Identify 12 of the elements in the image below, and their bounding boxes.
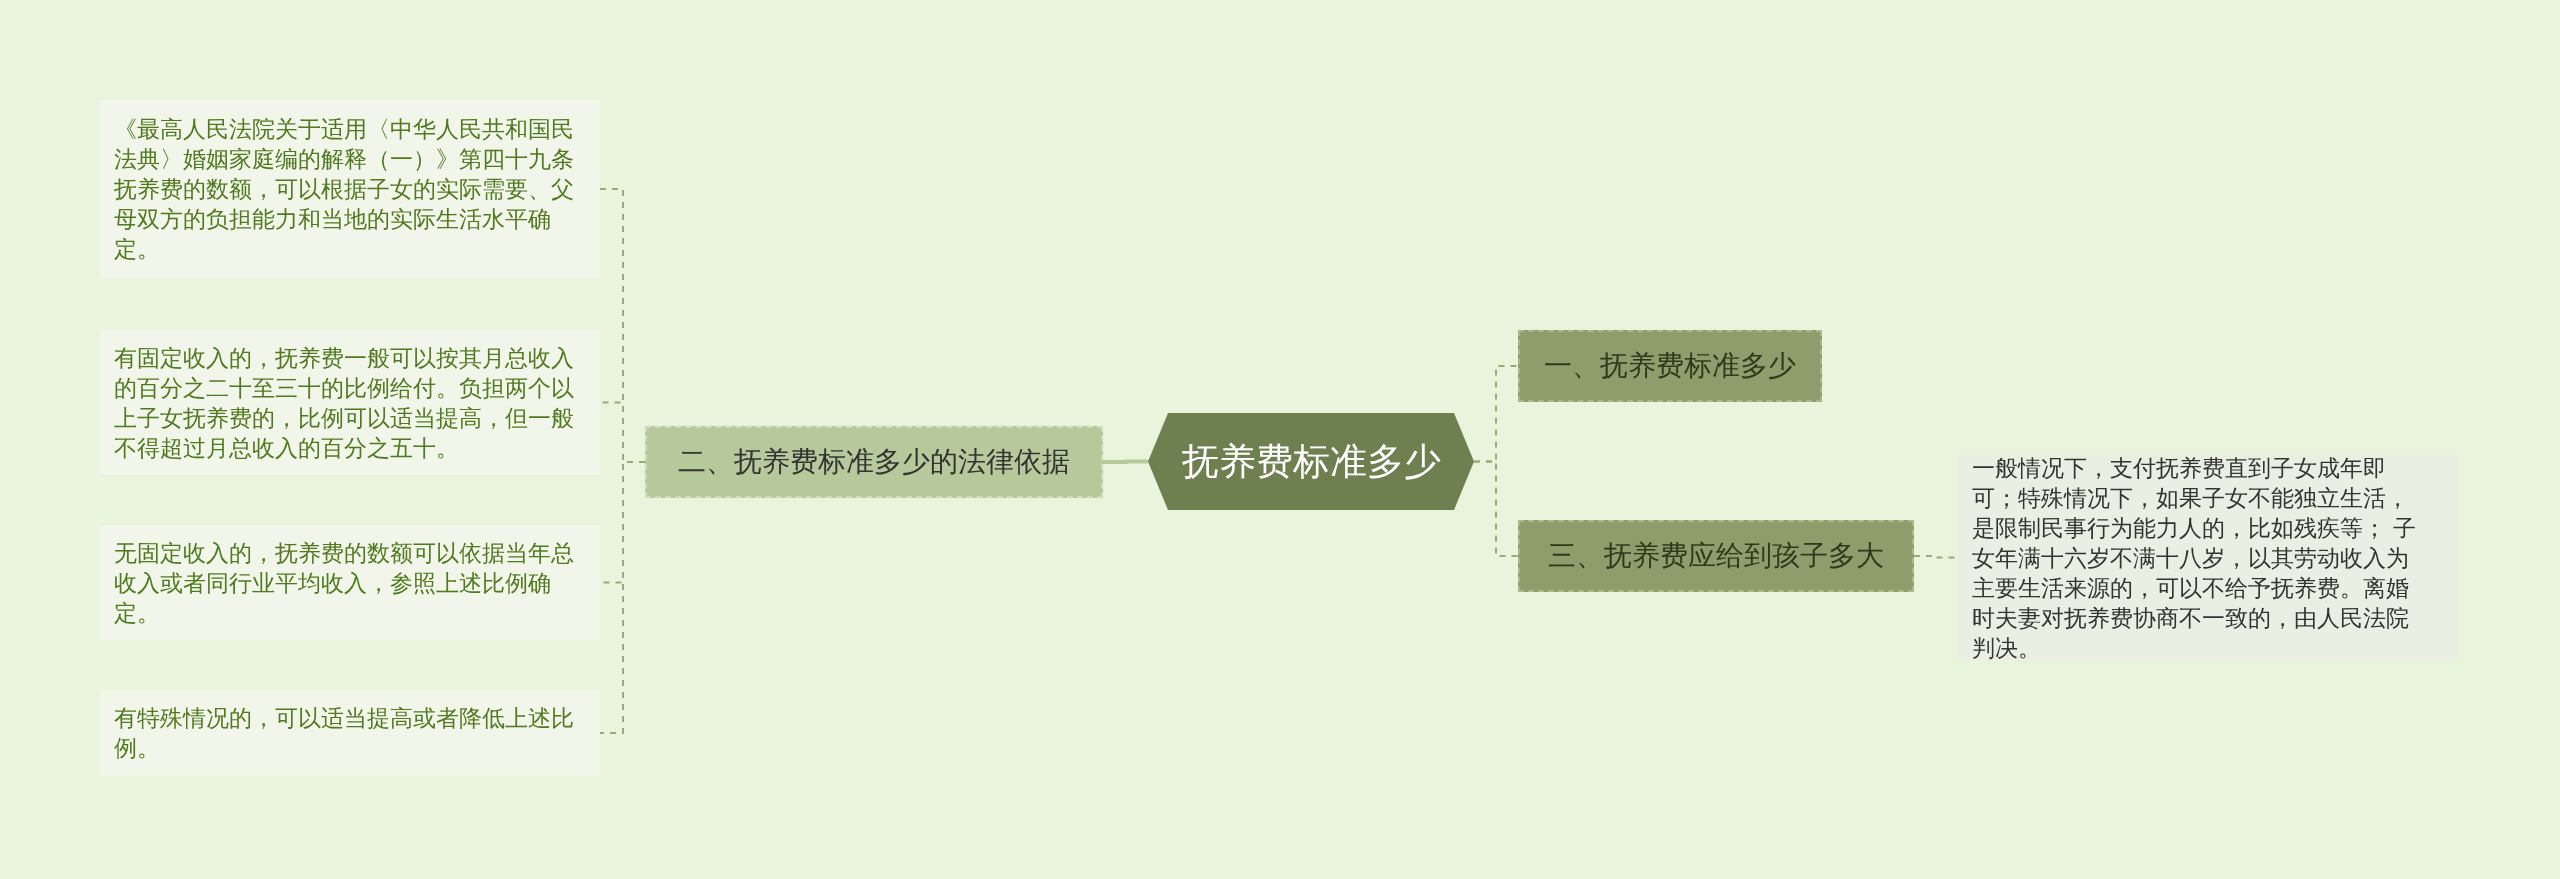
note-box: 有固定收入的，抚养费一般可以按其月总收入的百分之二十至三十的比例给付。负担两个以上子女抚养费的，比例可以适当提高，但一般不得超过月总收入的百分之五十。 bbox=[100, 330, 600, 475]
topic-box: 一、抚养费标准多少 bbox=[1518, 330, 1822, 402]
connector-line bbox=[1103, 459, 1148, 464]
note-box: 无固定收入的，抚养费的数额可以依据当年总收入或者同行业平均收入，参照上述比例确定。 bbox=[100, 525, 600, 640]
note-box: 《最高人民法院关于适用〈中华人民共和国民法典〉婚姻家庭编的解释（一）》第四十九条抚养费的数额，可以根据子女的实际需要、父母双方的负担能力和当地的实际生活水平确定。 bbox=[100, 100, 600, 278]
topic-box: 二、抚养费标准多少的法律依据 bbox=[645, 426, 1103, 498]
note-box: 有特殊情况的，可以适当提高或者降低上述比例。 bbox=[100, 690, 600, 776]
topic-box: 三、抚养费应给到孩子多大 bbox=[1518, 520, 1914, 592]
note-box: 一般情况下，支付抚养费直到子女成年即可；特殊情况下，如果子女不能独立生活，是限制民事行为能力人的，比如残疾等； 子女年满十六岁不满十八岁，以其劳动收入为主要生活来源的，可以不给予抚养费。离婚时夫妻对抚养费协商不一致的，由人民法院判决。 bbox=[1958, 455, 2458, 660]
connector-line bbox=[599, 461, 646, 734]
central-topic: 抚养费标准多少 bbox=[1148, 413, 1474, 510]
connector-line bbox=[1473, 460, 1519, 557]
